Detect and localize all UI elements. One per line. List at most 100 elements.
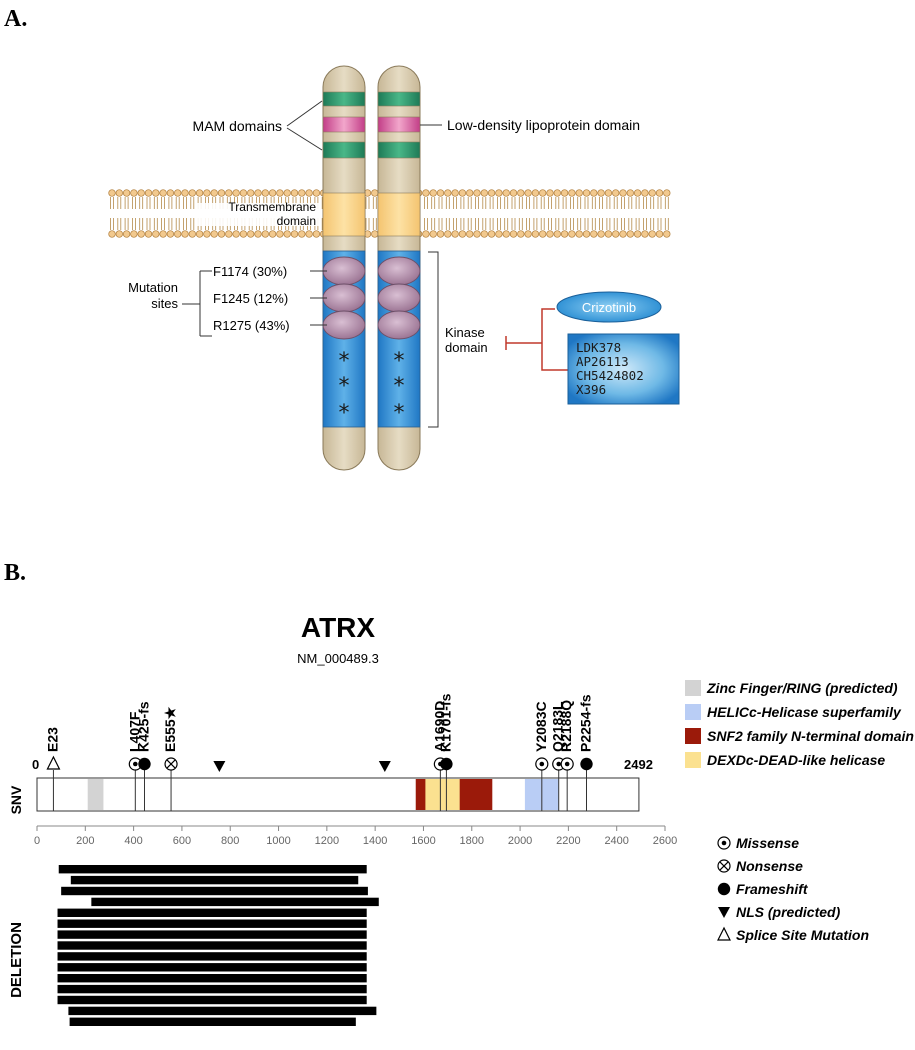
lipid-head — [590, 230, 598, 238]
axis-tick-label: 2200 — [556, 835, 580, 847]
kinase-star: * — [339, 349, 350, 374]
missense-icon-dot — [721, 840, 727, 846]
lipid-head — [590, 189, 598, 197]
drug-ldk378: LDK378 — [576, 340, 621, 355]
lipid-head — [232, 230, 240, 238]
lipid-head — [422, 230, 430, 238]
lipid-head — [254, 230, 262, 238]
lipid-head — [298, 189, 306, 197]
inhibition-arrow — [505, 308, 568, 371]
lipid-head — [502, 189, 510, 197]
lipid-head — [509, 189, 518, 197]
lipid-head — [225, 230, 233, 238]
variant-label: L407F — [126, 711, 142, 752]
lipid-head — [539, 230, 547, 238]
deletion-bar — [61, 886, 368, 896]
lipid-head — [225, 189, 233, 197]
legend-swatch — [685, 752, 701, 768]
lipid-head — [371, 230, 379, 238]
lipid-head — [210, 230, 218, 238]
variant-label: E555★ — [162, 706, 178, 752]
lipid-head — [546, 189, 554, 197]
variant-label: Q2183L — [550, 701, 566, 752]
lipid-head — [247, 230, 255, 238]
lipid-head — [568, 189, 576, 197]
lipid-head — [115, 230, 123, 238]
lipid-head — [159, 230, 167, 238]
domain-zinc — [87, 779, 104, 810]
lipid-head — [626, 189, 634, 197]
nls-marker — [213, 761, 226, 772]
lipid-head — [268, 230, 277, 238]
mutation-site-oval — [377, 310, 421, 340]
variant-label: E23 — [44, 727, 60, 752]
lipid-head — [626, 230, 634, 238]
lipid-head — [254, 189, 262, 197]
receptor-1: *** — [322, 65, 366, 471]
deletion-bar — [57, 908, 367, 917]
mutation-site-oval — [322, 283, 366, 313]
deletion-bar — [57, 952, 367, 961]
lipid-head — [604, 230, 613, 238]
receptor-2: *** — [377, 65, 421, 471]
missense-icon-dot — [539, 761, 545, 767]
legend-label: Zinc Finger/RING (predicted) — [706, 680, 898, 696]
lipid-head — [524, 230, 532, 238]
gene-title: ATRX — [301, 612, 375, 643]
panel-b-label: B. — [4, 560, 26, 586]
lipid-head — [422, 189, 430, 197]
kinase-star: * — [394, 349, 405, 374]
legend-swatch — [685, 680, 701, 696]
drug-ap26113: AP26113 — [576, 354, 629, 369]
axis-tick-label: 2400 — [604, 835, 628, 847]
legend-swatch — [685, 704, 701, 720]
mam-domain-band — [377, 141, 421, 159]
frameshift-icon — [717, 882, 731, 896]
mam-leader-bottom — [286, 127, 323, 151]
lipid-head — [473, 230, 481, 238]
lipid-head — [663, 189, 671, 197]
mutation-f1245: F1245 (12%) — [213, 291, 288, 306]
lipid-head — [217, 189, 226, 197]
lipid-head — [130, 189, 138, 197]
kinase-star: * — [394, 374, 405, 399]
lipid-head — [575, 189, 583, 197]
deletion-bar — [69, 1017, 356, 1026]
tm-label-line1: Transmembrane — [228, 200, 316, 214]
lipid-head — [108, 230, 116, 238]
lipid-head — [436, 189, 445, 197]
legend-label: DEXDc-DEAD-like helicase — [707, 752, 885, 768]
lipid-head — [290, 189, 299, 197]
nonsense-icon-cross — [166, 759, 176, 769]
deletion-track-label: DELETION — [8, 922, 25, 998]
lipid-head — [597, 189, 605, 197]
lipid-head — [502, 230, 510, 238]
domain-legend: Zinc Finger/RING (predicted) HELICc-Helic… — [685, 680, 914, 768]
lipid-head — [181, 189, 189, 197]
lipid-head — [298, 230, 306, 238]
lipid-head — [641, 189, 649, 197]
lipid-head — [174, 189, 182, 197]
lipid-head — [232, 189, 240, 197]
nonsense-icon-cross — [719, 861, 729, 871]
axis-tick-label: 800 — [221, 835, 239, 847]
lipid-head — [531, 230, 540, 238]
missense-icon-dot — [564, 761, 570, 767]
drug-x396: X396 — [576, 382, 606, 397]
lipid-head — [575, 230, 583, 238]
lipid-head — [553, 230, 561, 238]
lipid-head — [159, 189, 167, 197]
transmembrane-domain — [377, 192, 421, 237]
lipid-head — [487, 189, 496, 197]
axis-tick-label: 2000 — [508, 835, 532, 847]
lipid-head — [509, 230, 518, 238]
variant-label: P2254-fs — [578, 694, 594, 752]
ldl-domain-band — [377, 116, 421, 133]
legend-swatch — [685, 728, 701, 744]
deletion-bar — [57, 963, 367, 972]
legend-label: HELICc-Helicase superfamily — [707, 704, 902, 720]
lipid-head — [633, 230, 642, 238]
